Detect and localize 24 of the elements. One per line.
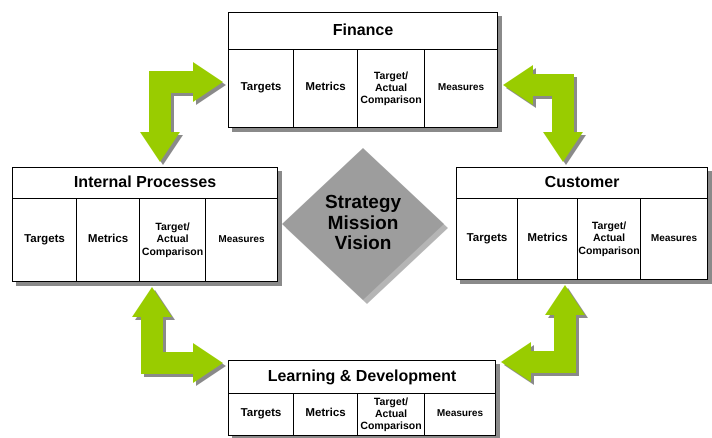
table-cell: Target/ Actual Comparison: [357, 393, 424, 435]
table-cell: Target/ Actual Comparison: [139, 198, 205, 281]
table-cell: Target/ Actual Comparison: [357, 49, 424, 127]
bent-double-arrow: [132, 287, 223, 383]
table-cell: Targets: [229, 393, 293, 435]
table-cell: Metrics: [76, 198, 139, 281]
table-cell: Targets: [13, 198, 76, 281]
table-cell: Targets: [457, 198, 517, 279]
table-heading: Finance: [332, 22, 394, 40]
bent-double-arrow: [140, 62, 223, 162]
bent-double-arrow: [501, 285, 585, 382]
table-cell: Metrics: [517, 198, 577, 279]
table-cell: Targets: [229, 49, 293, 127]
table-heading: Customer: [544, 174, 620, 192]
table-cell: Metrics: [293, 49, 357, 127]
table-heading: Learning & Development: [268, 368, 456, 386]
table-cell: Metrics: [293, 393, 357, 435]
table-heading: Internal Processes: [74, 174, 216, 192]
table-cell: Target/ Actual Comparison: [577, 198, 640, 279]
bent-double-arrow: [503, 65, 583, 162]
table-cell: Measures: [205, 198, 277, 281]
table-cell: Measures: [424, 393, 495, 435]
table-cell: Measures: [424, 49, 497, 127]
table-cell: Measures: [640, 198, 707, 279]
